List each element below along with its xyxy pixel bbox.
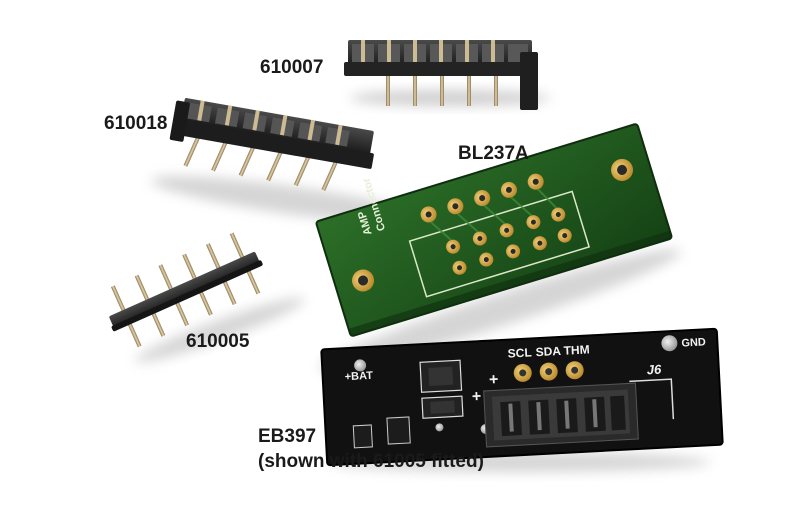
label-eb397: EB397 <box>258 426 317 447</box>
eb397-silk-scl: SCL <box>507 345 532 360</box>
pcb-eb397: +BAT SCL SDA THM GND J6 + + <box>320 327 724 467</box>
pcb-bl237a: AMP Connector <box>315 123 673 337</box>
eb397-silk-plus-left: + <box>489 371 499 388</box>
eb397-silk-bat: +BAT <box>344 370 373 383</box>
label-eb397-note: (shown with 61005 fitted) <box>258 451 484 472</box>
header-610007 <box>344 40 538 110</box>
eb397-silk-gnd: GND <box>681 336 706 349</box>
header-610018 <box>169 98 374 192</box>
eb397-silk-j6: J6 <box>646 362 662 378</box>
eb397-silk-plus-right: + <box>471 388 481 405</box>
label-610007: 610007 <box>260 57 324 78</box>
label-610018: 610018 <box>104 113 168 134</box>
eb397-silk-sda: SDA <box>535 344 561 359</box>
header-610005 <box>109 232 263 348</box>
label-610005: 610005 <box>186 331 250 352</box>
label-bl237a: BL237A <box>458 143 529 164</box>
eb397-silk-thm: THM <box>563 342 590 357</box>
